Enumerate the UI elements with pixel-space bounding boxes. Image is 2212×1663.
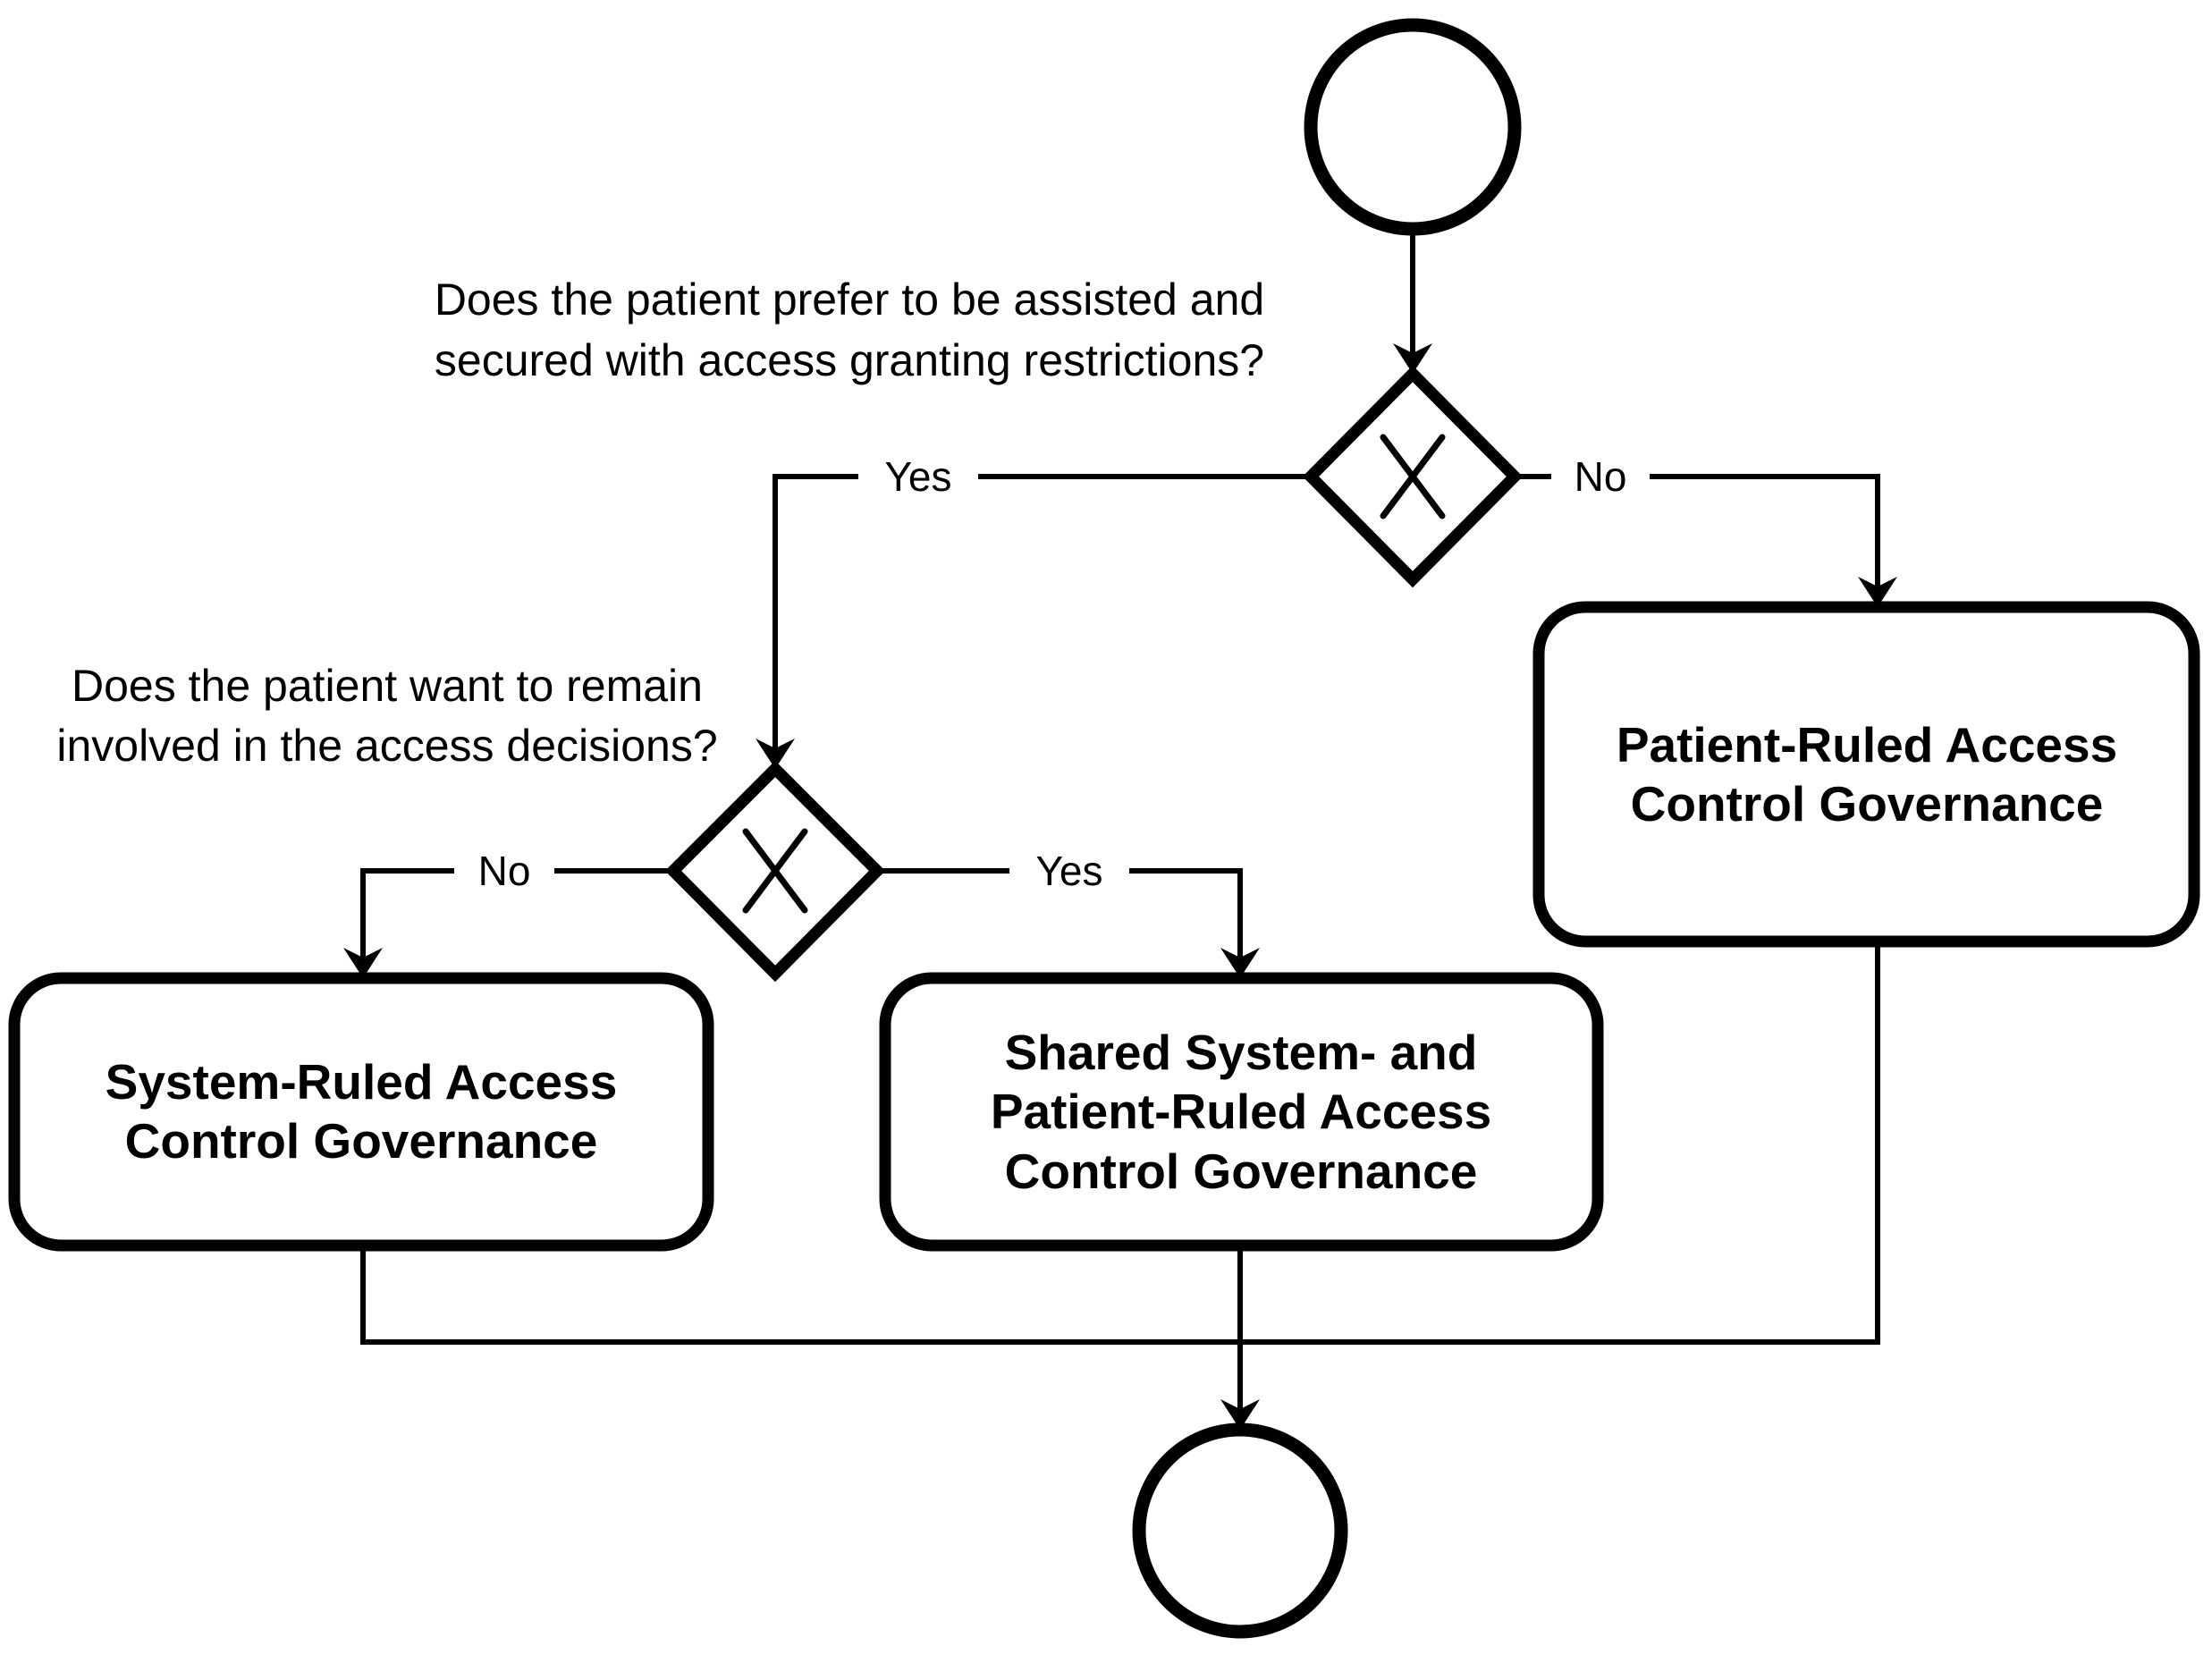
task-box	[1532, 601, 2200, 948]
task-patient-ruled: Patient-Ruled Access Control Governance	[1532, 601, 2200, 948]
task-system-ruled-label-line2: Control Governance	[125, 1113, 598, 1169]
task-shared: Shared System- and Patient-Ruled Access …	[879, 972, 1604, 1252]
task-box	[8, 972, 714, 1252]
arrowheads	[343, 343, 1897, 1430]
label-mask	[1009, 847, 1129, 895]
edge-labels: Yes No No Yes	[454, 452, 1650, 895]
start-event-circle	[1304, 18, 1522, 236]
arrowhead-icon	[1220, 948, 1260, 978]
arrowhead-icon	[1858, 577, 1897, 607]
task-system-ruled: System-Ruled Access Control Governance	[8, 972, 714, 1252]
flow-gateway1-yes-to-gateway2	[773, 474, 1311, 749]
flow-gateway2-yes-to-shared-task	[877, 868, 1243, 958]
end-event	[1132, 1422, 1348, 1639]
arrowhead-icon	[1220, 1399, 1260, 1430]
question1-line2: secured with access granting restriction…	[435, 335, 1264, 385]
arrowhead-icon	[1393, 343, 1432, 374]
task-shared-label-line2: Patient-Ruled Access	[991, 1084, 1491, 1139]
question-2-annotation: Does the patient want to remain involved…	[56, 661, 717, 771]
flow-system-task-to-merge	[360, 1245, 1240, 1345]
arrowhead-icon	[756, 739, 795, 769]
gateway2-no-label: No	[478, 848, 531, 894]
flow-patient-task-to-merge	[1240, 941, 1880, 1345]
x-gateway-icon	[1380, 434, 1446, 519]
label-mask	[454, 847, 554, 895]
gateway-2-remain-involved	[664, 760, 886, 983]
label-mask	[1551, 452, 1650, 501]
question-1-annotation: Does the patient prefer to be assisted a…	[435, 274, 1264, 385]
arrowhead-icon	[343, 948, 383, 978]
task-patient-ruled-label-line2: Control Governance	[1631, 776, 2104, 832]
x-gateway-icon	[742, 828, 808, 914]
task-box	[879, 972, 1604, 1252]
gateway1-no-label: No	[1575, 453, 1627, 500]
flow-gateway2-no-to-system-task	[360, 868, 673, 958]
task-patient-ruled-label-line1: Patient-Ruled Access	[1617, 717, 2117, 772]
end-event-circle	[1132, 1422, 1348, 1639]
start-event	[1304, 18, 1522, 236]
task-shared-label-line1: Shared System- and	[1005, 1025, 1478, 1080]
question1-line1: Does the patient prefer to be assisted a…	[435, 274, 1264, 325]
gateway2-yes-label: Yes	[1035, 848, 1102, 894]
question2-line2: involved in the access decisions?	[56, 721, 717, 771]
gateway1-yes-label: Yes	[884, 453, 951, 500]
gateway-1-assist-secure	[1302, 365, 1524, 588]
label-mask	[858, 452, 978, 501]
question2-line1: Does the patient want to remain	[72, 661, 703, 711]
task-shared-label-line3: Control Governance	[1005, 1144, 1478, 1199]
task-system-ruled-label-line1: System-Ruled Access	[106, 1054, 618, 1110]
